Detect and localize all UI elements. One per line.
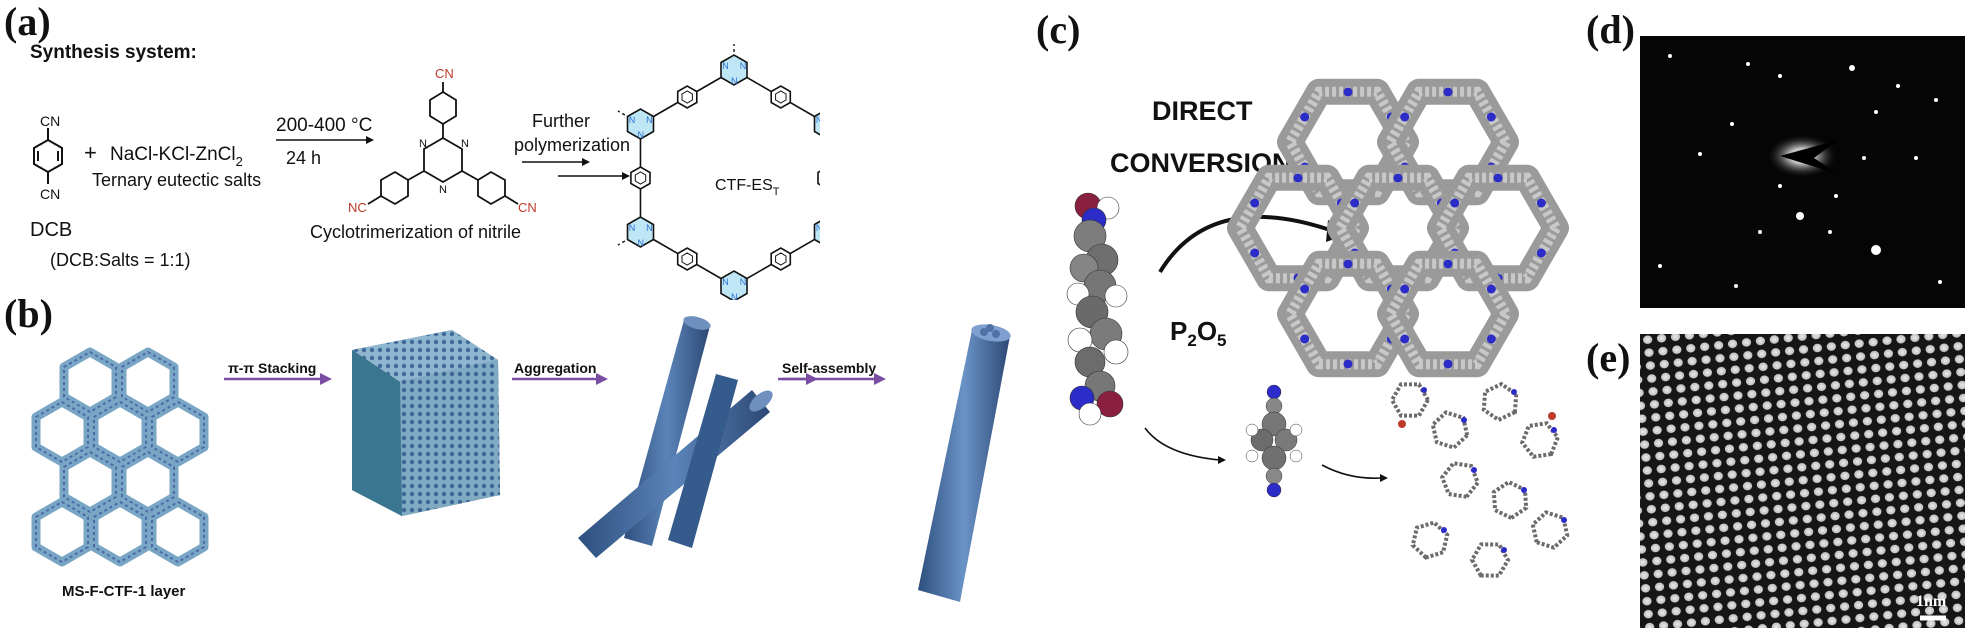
direct-label: DIRECT [1152,96,1253,126]
side-arrow-2 [1321,464,1383,480]
panel-b: (b) MS-F-CTF-1 layer π-π Stacking [0,290,820,631]
panel-c: (c) DIRECT CONVERSION P2O5 [1030,0,1590,631]
dcb-cn-bottom: CN [40,186,60,202]
further-label-2: polymerization [514,135,630,155]
panel-d-label: (d) [1586,7,1635,52]
ctf-framework: NNNNNNNNNNNNNNNNNN [617,44,820,300]
layer-caption: MS-F-CTF-1 layer [62,583,186,600]
stacking-label: π-π Stacking [228,360,316,376]
svg-text:N: N [816,115,820,125]
precursor-molecule [1066,192,1129,426]
trimer-molecule [367,82,519,206]
product-label: CTF-EST [715,177,780,198]
panel-e-label: (e) [1586,335,1631,380]
dcb-cn-top: CN [40,113,60,129]
side-arrow-1 [1144,427,1221,461]
panel-e: (e) 1nm [1580,310,1985,631]
condition-time: 24 h [286,148,321,168]
dcb-label: DCB [30,219,72,241]
condition-temp: 200-400 °C [276,115,372,136]
direct-conversion-arrow [1158,214,1331,274]
self-assembly-label: Self-assembly [782,360,876,376]
svg-text:N: N [731,76,738,86]
salts-formula: NaCl-KCl-ZnCl2 [110,144,243,169]
panel-a: (a) Synthesis system: CN CN DCB (DCB:Sal… [0,0,820,300]
svg-text:N: N [638,130,645,140]
svg-text:N: N [722,61,729,71]
panel-c-label: (c) [1036,7,1081,52]
further-label-1: Further [532,111,590,131]
trimer-n-2: N [461,138,469,150]
aggregated-rods [578,316,773,558]
trimer-cn-left: NC [348,200,367,215]
trimer-n-1: N [419,138,427,150]
svg-text:N: N [731,292,738,300]
trimer-n-3: N [439,184,447,196]
panel-b-right-scheme: Self-assembly [782,324,1011,602]
svg-text:N: N [646,115,653,125]
svg-text:N: N [629,115,636,125]
ratio-text: (DCB:Salts = 1:1) [50,250,191,270]
synthesis-title: Synthesis system: [30,42,197,63]
saed-pattern [1640,36,1965,308]
panel-b-scheme: MS-F-CTF-1 layer π-π Stacking Aggregatio… [31,316,818,600]
svg-text:N: N [816,223,820,233]
svg-text:N: N [646,223,653,233]
ms-f-ctf-1-layer [31,347,209,567]
svg-text:N: N [722,277,729,287]
panel-b-label: (b) [4,291,53,336]
assembled-bundle [918,324,1011,602]
stacked-block [352,330,500,516]
crystalline-framework [1227,78,1569,378]
salts-description: Ternary eutectic salts [92,170,261,190]
svg-text:N: N [638,238,645,248]
panel-b-right: Self-assembly [770,290,1030,631]
aggregation-label: Aggregation [514,360,596,376]
hrtem-image: 1nm [1640,334,1965,628]
scale-bar-label: 1nm [1916,593,1947,610]
amorphous-network [1389,381,1570,578]
panel-a-scheme: CN CN DCB (DCB:Salts = 1:1) + NaCl-KCl-Z… [30,44,820,300]
panel-d: (d) [1580,0,1985,310]
plus-sign: + [84,140,97,165]
further-arrows [522,161,622,177]
svg-text:N: N [629,223,636,233]
trimer-cn-right: CN [518,200,537,215]
reagent-label: P2O5 [1170,316,1227,351]
dcb-molecule [33,128,63,184]
panel-c-scheme [1066,78,1570,578]
trimer-caption: Cyclotrimerization of nitrile [310,222,521,242]
panel-a-label: (a) [4,0,51,44]
svg-text:N: N [740,277,747,287]
trimer-cn-top: CN [435,66,454,81]
svg-text:N: N [740,61,747,71]
dinitrile-molecule [1245,384,1303,498]
